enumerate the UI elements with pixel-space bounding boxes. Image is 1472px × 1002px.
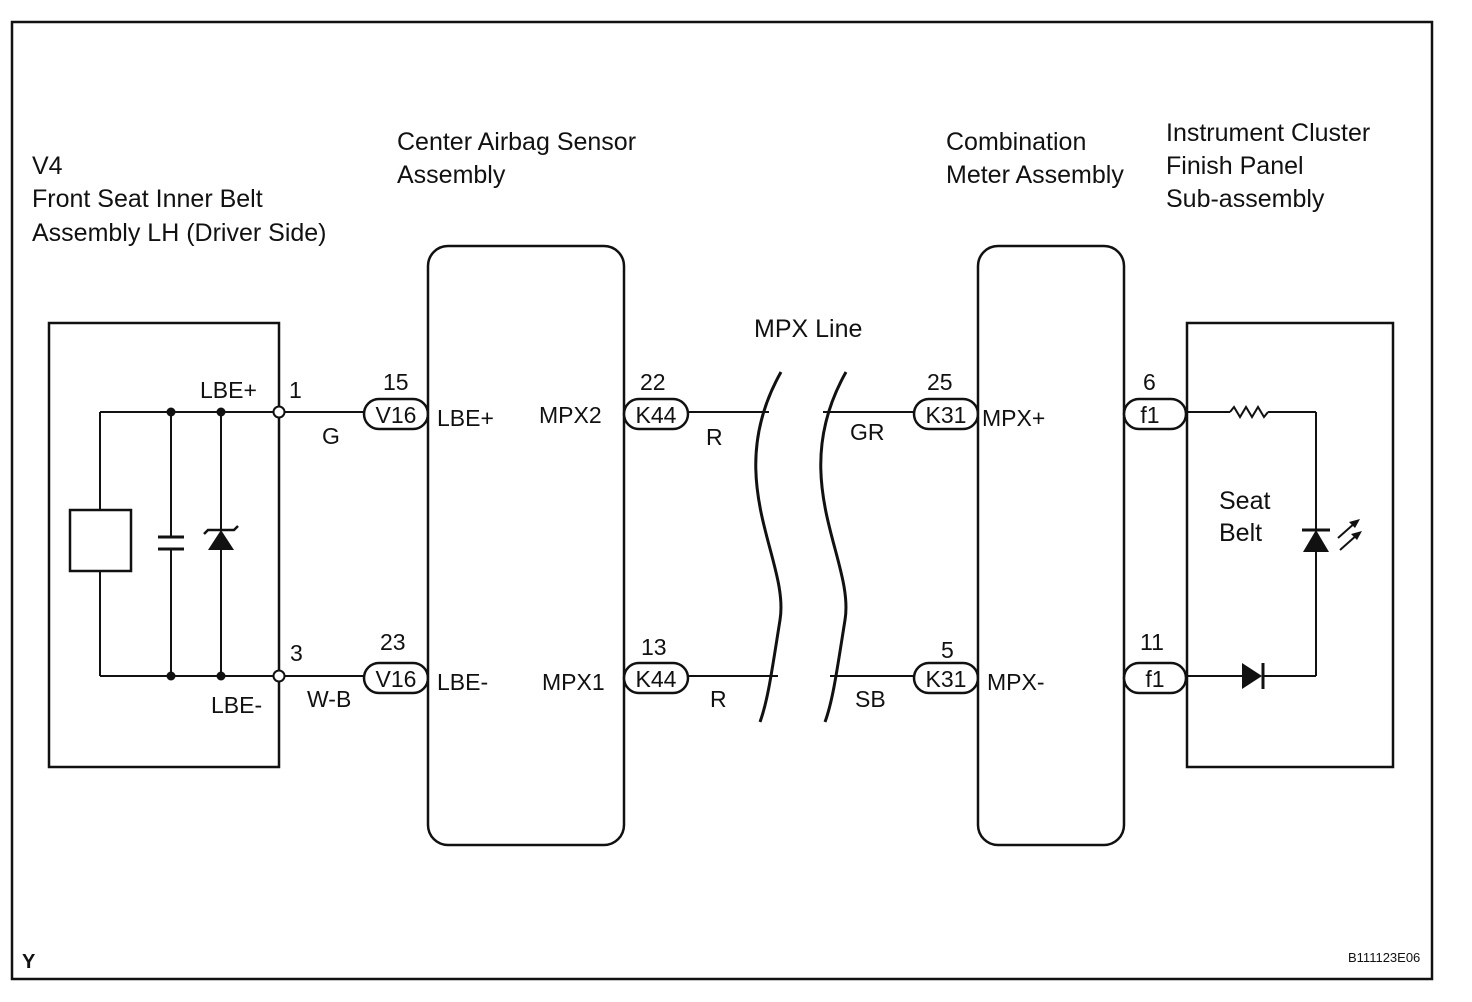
terminal-circle <box>272 405 286 419</box>
airbag-lbe-plus-label: LBE+ <box>437 405 494 431</box>
panel-pin-11: 11 <box>1140 629 1164 655</box>
junction-dot <box>166 407 176 417</box>
connector-k44-bottom <box>622 661 690 695</box>
panel-pin-6: 6 <box>1143 369 1156 395</box>
seat-pin-3: 3 <box>290 640 303 666</box>
combination-meter-box <box>976 244 1126 847</box>
connector-k44-top-label: K44 <box>636 402 677 428</box>
seat-lbe-plus-label: LBE+ <box>200 377 257 403</box>
airbag-sensor-title: Center Airbag Sensor Assembly <box>397 128 636 189</box>
mpx-line-label: MPX Line <box>754 315 862 343</box>
instrument-panel-name-line-1: Instrument Cluster <box>1166 119 1370 147</box>
seat-belt-warning-led <box>1302 519 1362 552</box>
seat-pin-1: 1 <box>289 377 302 403</box>
buckle-switch-element <box>68 508 133 573</box>
junction-dot <box>166 671 176 681</box>
connector-k31-top-label: K31 <box>926 402 967 428</box>
connector-k31-bottom-label: K31 <box>926 666 967 692</box>
connector-v16-bottom-label: V16 <box>376 666 417 692</box>
instrument-panel-name-line-3: Sub-assembly <box>1166 185 1325 213</box>
seat-belt-name-line-2: Assembly LH (Driver Side) <box>32 219 327 247</box>
seat-belt-code: V4 <box>32 152 63 180</box>
resistor-symbol <box>1229 405 1269 419</box>
airbag-sensor-name-line-2: Assembly <box>397 161 506 189</box>
instrument-panel-box <box>1185 321 1395 769</box>
wire-color-g: G <box>322 423 340 449</box>
airbag-mpx1-label: MPX1 <box>542 669 605 695</box>
connector-k44-top <box>622 397 690 431</box>
meter-pin-5: 5 <box>941 637 954 663</box>
instrument-panel-circuit <box>1187 405 1362 689</box>
corner-mark: Y <box>22 951 36 973</box>
junction-dot <box>216 671 226 681</box>
instrument-panel-title: Instrument Cluster Finish Panel Sub-asse… <box>1166 119 1370 213</box>
seat-belt-name-line-1: Front Seat Inner Belt <box>32 185 263 213</box>
capacitor-symbol <box>158 412 184 676</box>
mpx-break-right <box>819 371 848 723</box>
diagram-frame <box>10 20 1434 981</box>
connector-k44-bottom-label: K44 <box>636 666 677 692</box>
wire-color-sb: SB <box>855 686 886 712</box>
meter-mpx-plus-label: MPX+ <box>982 405 1045 431</box>
seat-belt-indicator-label-line-2: Belt <box>1219 519 1262 547</box>
airbag-pin-22: 22 <box>640 369 666 395</box>
seat-belt-title: V4 Front Seat Inner Belt Assembly LH (Dr… <box>32 152 327 247</box>
airbag-lbe-minus-label: LBE- <box>437 669 488 695</box>
airbag-sensor-box <box>426 244 626 847</box>
terminal-circle <box>272 669 286 683</box>
zener-diode-symbol <box>203 412 239 676</box>
wire-color-r-top: R <box>706 424 723 450</box>
instrument-panel-name-line-2: Finish Panel <box>1166 152 1304 180</box>
connector-v16-top-label: V16 <box>376 402 417 428</box>
meter-pin-25: 25 <box>927 369 953 395</box>
junction-dot <box>216 407 226 417</box>
combination-meter-name-line-2: Meter Assembly <box>946 161 1124 189</box>
wire-color-gr: GR <box>850 419 885 445</box>
figure-id: B111123E06 <box>1348 950 1420 965</box>
combination-meter-title: Combination Meter Assembly <box>946 128 1124 189</box>
wire-color-w-b: W-B <box>307 686 351 712</box>
airbag-pin-13: 13 <box>641 634 667 660</box>
airbag-sensor-name-line-1: Center Airbag Sensor <box>397 128 636 156</box>
combination-meter-name-line-1: Combination <box>946 128 1086 156</box>
meter-mpx-minus-label: MPX- <box>987 669 1045 695</box>
airbag-mpx2-label: MPX2 <box>539 402 602 428</box>
seat-belt-indicator-label-line-1: Seat <box>1219 487 1270 515</box>
seat-lbe-minus-label: LBE- <box>211 692 262 718</box>
airbag-pin-23: 23 <box>380 629 406 655</box>
connector-f1-top-label: f1 <box>1140 402 1159 428</box>
seat-belt-internal-circuit <box>68 407 279 681</box>
mpx-break-left <box>754 371 783 723</box>
airbag-pin-15: 15 <box>383 369 409 395</box>
connector-f1-bottom-label: f1 <box>1145 666 1164 692</box>
wire-color-r-bottom: R <box>710 686 727 712</box>
